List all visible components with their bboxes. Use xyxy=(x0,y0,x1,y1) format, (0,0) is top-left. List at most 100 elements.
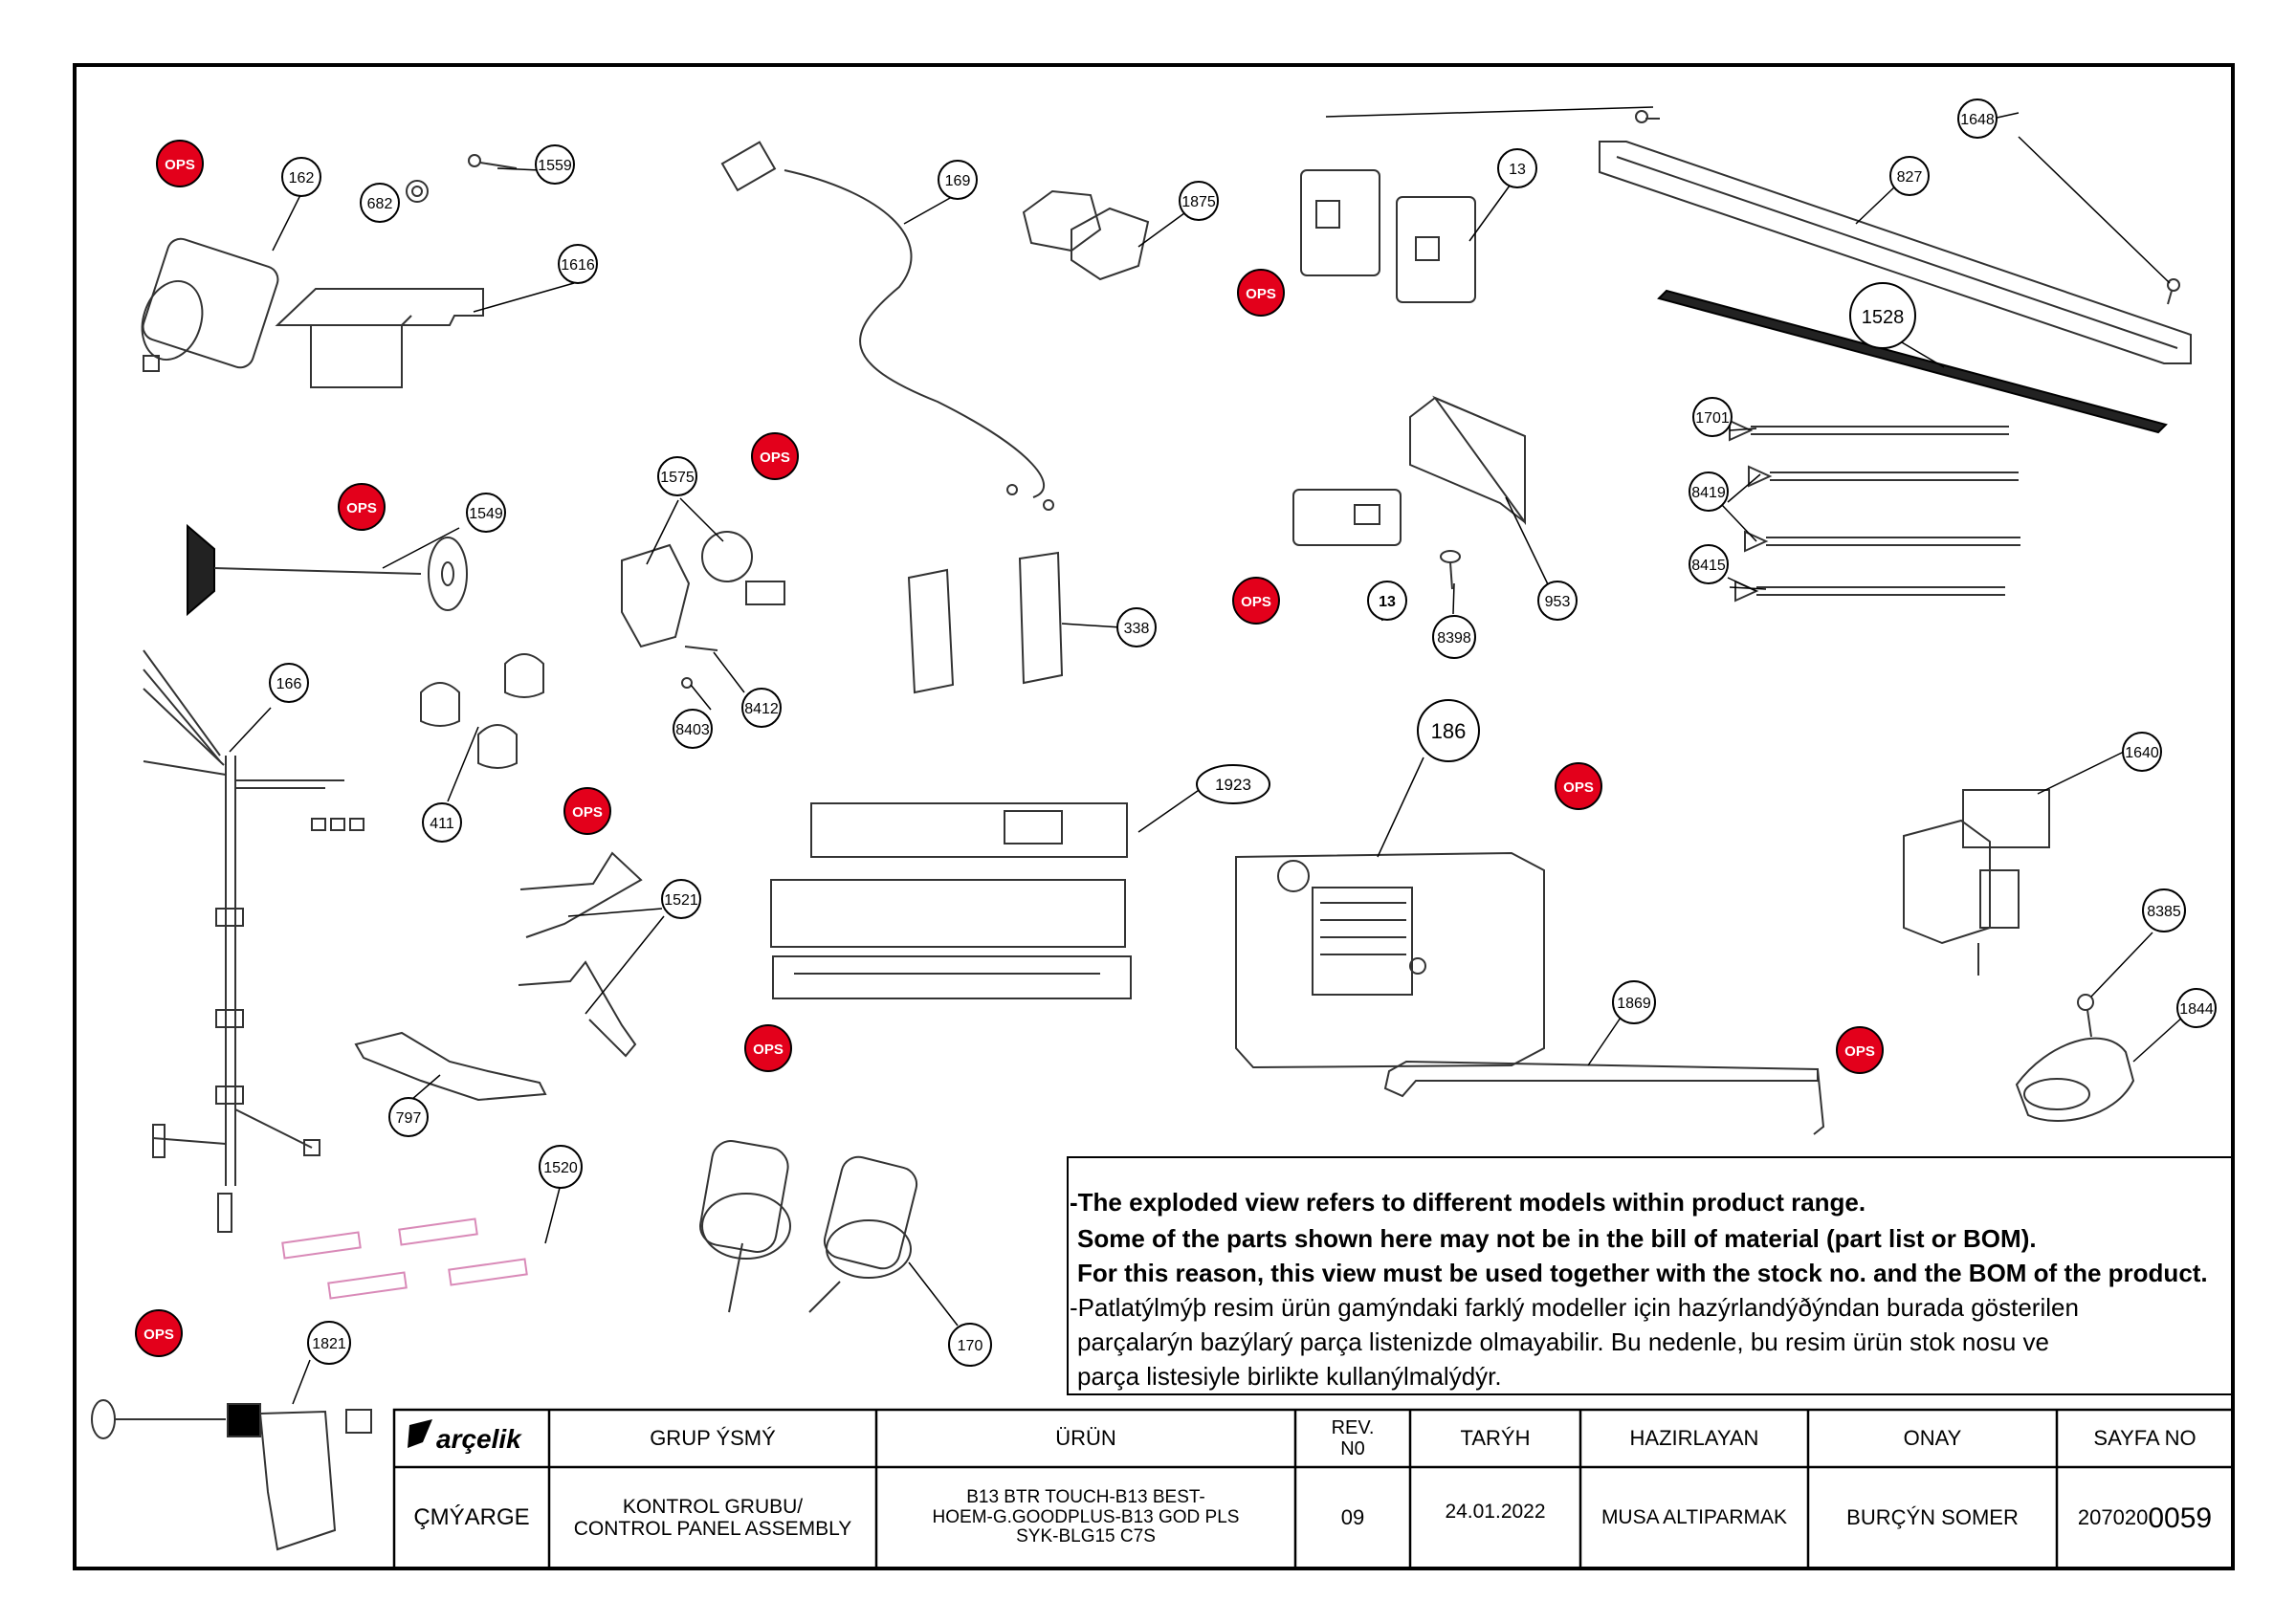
notes-box xyxy=(1067,1156,2234,1395)
value-category: ÇMÝARGE xyxy=(413,1503,530,1530)
ops-badge: OPS xyxy=(1555,762,1602,810)
svg-text:1575: 1575 xyxy=(660,470,695,486)
svg-text:1640: 1640 xyxy=(2125,745,2159,761)
ops-badge: OPS xyxy=(1836,1026,1884,1074)
ops-badge: OPS xyxy=(751,432,799,480)
callout-170: 170 xyxy=(948,1323,992,1367)
callout-1559: 1559 xyxy=(535,144,575,185)
callout-13b: 13 xyxy=(1367,581,1407,621)
callout-13: 13 xyxy=(1497,148,1537,188)
note-line-6: parça listesiyle birlikte kullanýlmalýdý… xyxy=(1077,1362,1502,1391)
part-1521-hook-drawing xyxy=(518,851,643,1058)
part-8398-screw-drawing xyxy=(1440,550,1461,590)
svg-text:OPS: OPS xyxy=(1241,594,1271,610)
part-1869-pipe-drawing xyxy=(1383,1060,1825,1135)
part-1923-display-board-drawing xyxy=(770,802,1132,999)
svg-text:162: 162 xyxy=(289,170,315,186)
svg-text:OPS: OPS xyxy=(572,804,603,821)
ops-badge: OPS xyxy=(1232,577,1280,625)
leader-lines xyxy=(229,106,2184,1405)
callout-1616: 1616 xyxy=(558,244,598,284)
svg-text:1923: 1923 xyxy=(1215,776,1251,794)
svg-text:8412: 8412 xyxy=(744,701,779,717)
part-cable-ties-drawing xyxy=(1729,419,2020,603)
svg-text:827: 827 xyxy=(1897,169,1923,186)
part-1821-cable-drawing xyxy=(91,1399,372,1551)
callout-1549: 1549 xyxy=(466,493,506,533)
svg-text:1648: 1648 xyxy=(1960,112,1995,128)
part-186-main-board-drawing xyxy=(1235,851,1545,1069)
callout-682: 682 xyxy=(360,183,400,223)
svg-text:8398: 8398 xyxy=(1437,630,1471,647)
svg-text:8415: 8415 xyxy=(1691,558,1726,574)
svg-text:411: 411 xyxy=(430,816,454,832)
svg-text:OPS: OPS xyxy=(760,450,790,466)
header-rev: REV. N0 xyxy=(1297,1412,1408,1465)
ops-badge: OPS xyxy=(135,1309,183,1357)
value-product: B13 BTR TOUCH-B13 BEST- HOEM-G.GOODPLUS-… xyxy=(878,1469,1293,1567)
svg-text:OPS: OPS xyxy=(346,500,377,516)
svg-text:8419: 8419 xyxy=(1691,485,1726,501)
value-group-line1: KONTROL GRUBU/ xyxy=(622,1495,804,1518)
callout-1821: 1821 xyxy=(307,1321,351,1365)
callout-8385: 8385 xyxy=(2142,888,2186,932)
svg-text:1844: 1844 xyxy=(2179,1001,2214,1018)
callout-186: 186 xyxy=(1417,699,1480,762)
part-953-box-drawing xyxy=(1409,395,1526,526)
svg-text:1559: 1559 xyxy=(538,158,572,174)
svg-text:1616: 1616 xyxy=(561,257,595,274)
svg-text:1528: 1528 xyxy=(1862,307,1905,328)
svg-text:OPS: OPS xyxy=(144,1327,174,1343)
part-1875-cover-drawing xyxy=(1022,189,1150,281)
part-1616-bracket-drawing xyxy=(275,288,484,388)
ops-badge: OPS xyxy=(563,787,611,835)
svg-text:1869: 1869 xyxy=(1617,996,1651,1012)
value-group-line2: CONTROL PANEL ASSEMBLY xyxy=(573,1518,852,1540)
note-line-2: Some of the parts shown here may not be … xyxy=(1077,1224,2037,1253)
part-1549-hose-drawing xyxy=(187,523,468,617)
part-8385-screw-drawing xyxy=(2077,994,2094,1038)
part-682-nut-drawing xyxy=(406,180,429,203)
header-page-no: SAYFA NO xyxy=(2093,1425,2197,1450)
callout-1844: 1844 xyxy=(2176,988,2217,1028)
part-827-rail-drawing xyxy=(1599,141,2192,364)
ops-badge: OPS xyxy=(338,483,386,531)
svg-text:953: 953 xyxy=(1545,594,1571,610)
part-1559-screw-drawing xyxy=(468,154,518,169)
header-date: TARÝH xyxy=(1460,1425,1531,1450)
header-prepared: HAZIRLAYAN xyxy=(1629,1425,1759,1450)
value-page-prefix: 207020 xyxy=(2077,1504,2149,1529)
value-approval: BURÇÝN SOMER xyxy=(1846,1504,2019,1529)
part-1528-strip-drawing xyxy=(1657,289,2168,434)
callout-8398: 8398 xyxy=(1432,615,1476,659)
svg-text:1875: 1875 xyxy=(1181,194,1216,210)
svg-text:338: 338 xyxy=(1124,621,1150,637)
part-162-capacitor-drawing xyxy=(141,237,279,372)
part-411-clips-drawing xyxy=(420,653,544,769)
value-product-line1: B13 BTR TOUCH-B13 BEST- xyxy=(966,1486,1205,1507)
svg-text:1549: 1549 xyxy=(469,506,503,522)
part-338-brackets-drawing xyxy=(907,551,1064,694)
value-page-suffix: 0059 xyxy=(2148,1502,2213,1534)
value-rev: 09 xyxy=(1340,1504,1365,1529)
part-1640-valve-drawing xyxy=(1903,789,2050,976)
note-line-3: For this reason, this view must be used … xyxy=(1077,1259,2208,1287)
callout-8412: 8412 xyxy=(741,688,782,728)
svg-text:OPS: OPS xyxy=(165,157,195,173)
svg-text:13: 13 xyxy=(1379,594,1396,610)
callout-8419: 8419 xyxy=(1689,472,1729,512)
ops-badge: OPS xyxy=(156,140,204,187)
callout-1923: 1923 xyxy=(1196,764,1270,804)
part-169-cable-drawing xyxy=(720,141,1054,511)
part-1844-clamp-drawing xyxy=(2015,1037,2135,1122)
svg-text:OPS: OPS xyxy=(1246,286,1276,302)
part-797-latch-drawing xyxy=(354,1031,547,1102)
callout-827: 827 xyxy=(1889,156,1930,196)
header-group-name: GRUP ÝSMÝ xyxy=(650,1425,776,1450)
svg-text:170: 170 xyxy=(958,1338,983,1354)
svg-text:OPS: OPS xyxy=(1844,1043,1875,1060)
callout-1520: 1520 xyxy=(539,1145,583,1189)
note-line-5: parçalarýn bazýlarý parça listenizde olm… xyxy=(1077,1327,2049,1356)
callout-1528: 1528 xyxy=(1849,282,1916,349)
